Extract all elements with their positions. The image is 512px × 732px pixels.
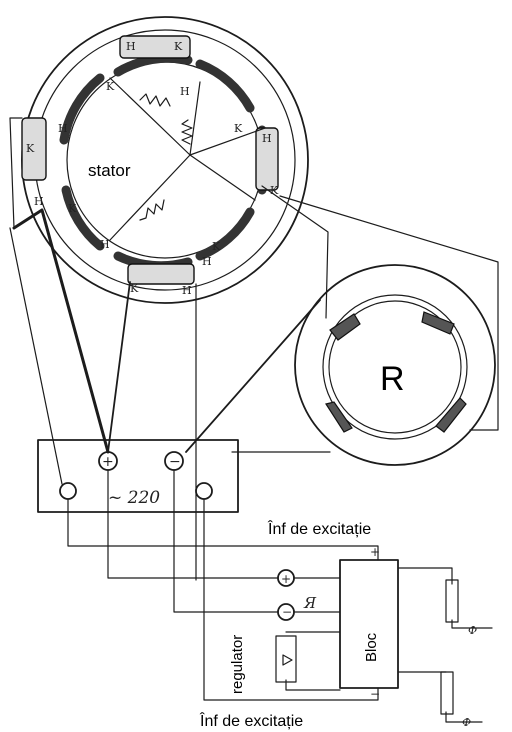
mark-h: H (182, 284, 192, 297)
stator-coil-2 (195, 59, 255, 113)
stator-pole-left (21, 117, 47, 181)
mark-h: H (202, 255, 212, 268)
regulator-resistor (275, 635, 297, 683)
stator-coil-4 (195, 207, 255, 261)
meter-minus (277, 603, 295, 621)
excitation-bottom-label: Înf de excitație (199, 711, 303, 730)
bloc-label: Bloc (363, 632, 380, 662)
mark-k: K (26, 142, 35, 155)
terminal-plus-label: + (102, 454, 114, 470)
rotor-group: R (294, 264, 496, 466)
terminal-minus-label: − (169, 454, 181, 470)
ya-label: Я (303, 594, 317, 612)
meter-plus (277, 569, 295, 587)
rotor-outer (294, 264, 496, 466)
supply-box-frame (37, 439, 239, 513)
stator-pole-bottom (127, 263, 195, 285)
regulator-label: regulator (229, 635, 246, 694)
mark-h: H (100, 238, 110, 251)
stator-pole-top (119, 35, 191, 59)
mark-h: H (34, 195, 44, 208)
winding-marks: H K K H K H K H K H K H K H K H (26, 40, 279, 297)
regulator-wiper (282, 654, 293, 666)
stator-coil-7 (59, 73, 105, 145)
mark-k: K (270, 184, 279, 197)
rotor-mid (322, 294, 468, 440)
stator-label: stator (88, 161, 131, 180)
mark-k: K (212, 240, 221, 253)
rotor-brush-4 (435, 397, 467, 433)
bloc-plus-label: + (370, 545, 380, 559)
stator-coil-6 (61, 185, 105, 251)
mark-k: K (68, 202, 77, 215)
mark-h: H (180, 85, 190, 98)
phi-label-1: Ф (468, 624, 477, 637)
mark-h: H (58, 122, 68, 135)
terminal-ac-1 (59, 482, 77, 500)
rotor-brush-2 (421, 311, 455, 335)
meter-minus-label: − (282, 605, 292, 619)
terminal-ac-2 (195, 482, 213, 500)
output-resistor-2 (440, 671, 454, 715)
mark-h: H (262, 132, 272, 145)
stator-coil-1 (113, 53, 193, 77)
mark-k: K (106, 80, 115, 93)
mark-k: K (130, 282, 139, 295)
mark-h: H (126, 40, 136, 53)
wiring (9, 117, 499, 723)
phi-label-2: Ф (462, 716, 471, 729)
stator-group: H K K H K H K H K H K H K H K H stator (21, 16, 309, 304)
bloc-box (339, 559, 399, 689)
meter-plus-label: + (281, 572, 291, 586)
excitation-top-label: Înf de excitație (267, 519, 371, 538)
rotor-inner (328, 300, 462, 434)
mark-k: K (234, 122, 243, 135)
output-resistor-1 (445, 579, 459, 623)
star-resistors (109, 77, 266, 241)
rotor-brush-3 (325, 401, 353, 433)
mark-k: K (174, 40, 183, 53)
rotor-label: R (380, 360, 405, 398)
bloc-minus-label: − (370, 687, 380, 701)
rotor-brush-1 (329, 313, 361, 341)
voltage-label: ~ 220 (108, 488, 160, 508)
